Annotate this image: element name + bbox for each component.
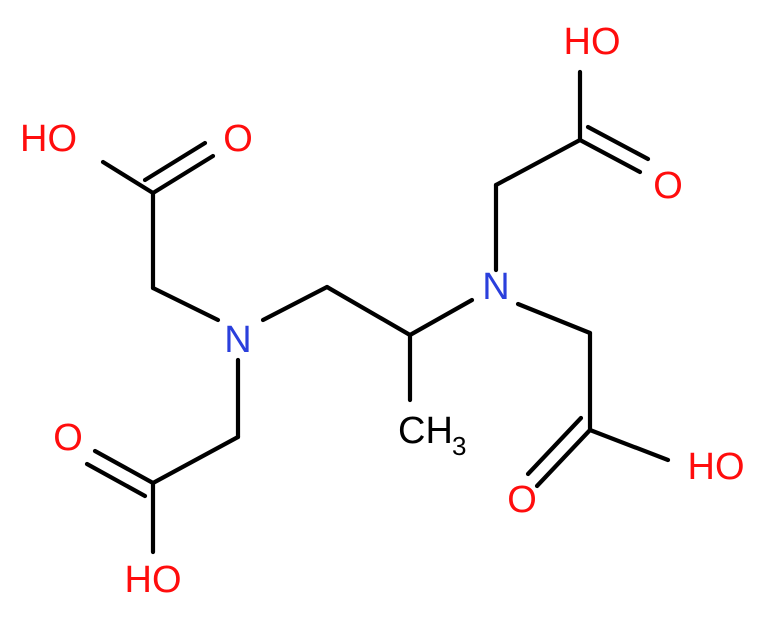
atom-o-top-left: O bbox=[223, 118, 253, 160]
atom-n-right: N bbox=[482, 266, 509, 308]
bond-n-left-ch2 bbox=[260, 284, 330, 323]
atom-oh-bottom-left: HO bbox=[125, 559, 182, 601]
atom-n-left: N bbox=[224, 319, 251, 361]
bond-co-top-right-a bbox=[577, 137, 643, 175]
bond-ch-n-right bbox=[407, 297, 475, 338]
atom-oh-top-left: HO bbox=[20, 118, 77, 160]
atom-methyl-c: CH bbox=[398, 410, 453, 452]
bond-ch2-c-bottom-left bbox=[150, 434, 241, 486]
bond-c-oh-top-left bbox=[100, 159, 156, 196]
bond-c-oh-bottom-right bbox=[587, 427, 671, 463]
bond-co-bottom-left-b bbox=[84, 461, 148, 499]
bond-co-top-right-b bbox=[585, 124, 651, 162]
bond-ch2-c-top-right bbox=[493, 137, 583, 188]
bond-co-bottom-left-a bbox=[92, 448, 156, 486]
atom-methyl-subscript: 3 bbox=[452, 431, 466, 461]
bond-co-top-left-a bbox=[150, 153, 216, 196]
atom-o-bottom-right: O bbox=[507, 479, 537, 521]
atom-oh-bottom-right: HO bbox=[688, 446, 745, 488]
bond-ch2-ch bbox=[324, 284, 413, 338]
atom-oh-top-right: HO bbox=[564, 21, 621, 63]
atom-o-bottom-left: O bbox=[53, 417, 83, 459]
atom-labels: N N HO O O HO HO O O HO CH 3 bbox=[20, 21, 745, 601]
bond-co-bottom-right-b bbox=[525, 415, 584, 477]
bond-co-bottom-right-a bbox=[534, 427, 593, 489]
bond-co-top-left-b bbox=[142, 140, 208, 183]
bond-n-left-ch2-up bbox=[150, 285, 221, 323]
bonds bbox=[84, 69, 671, 555]
atom-o-top-right: O bbox=[653, 165, 683, 207]
bond-n-right-ch2-down bbox=[515, 301, 593, 336]
